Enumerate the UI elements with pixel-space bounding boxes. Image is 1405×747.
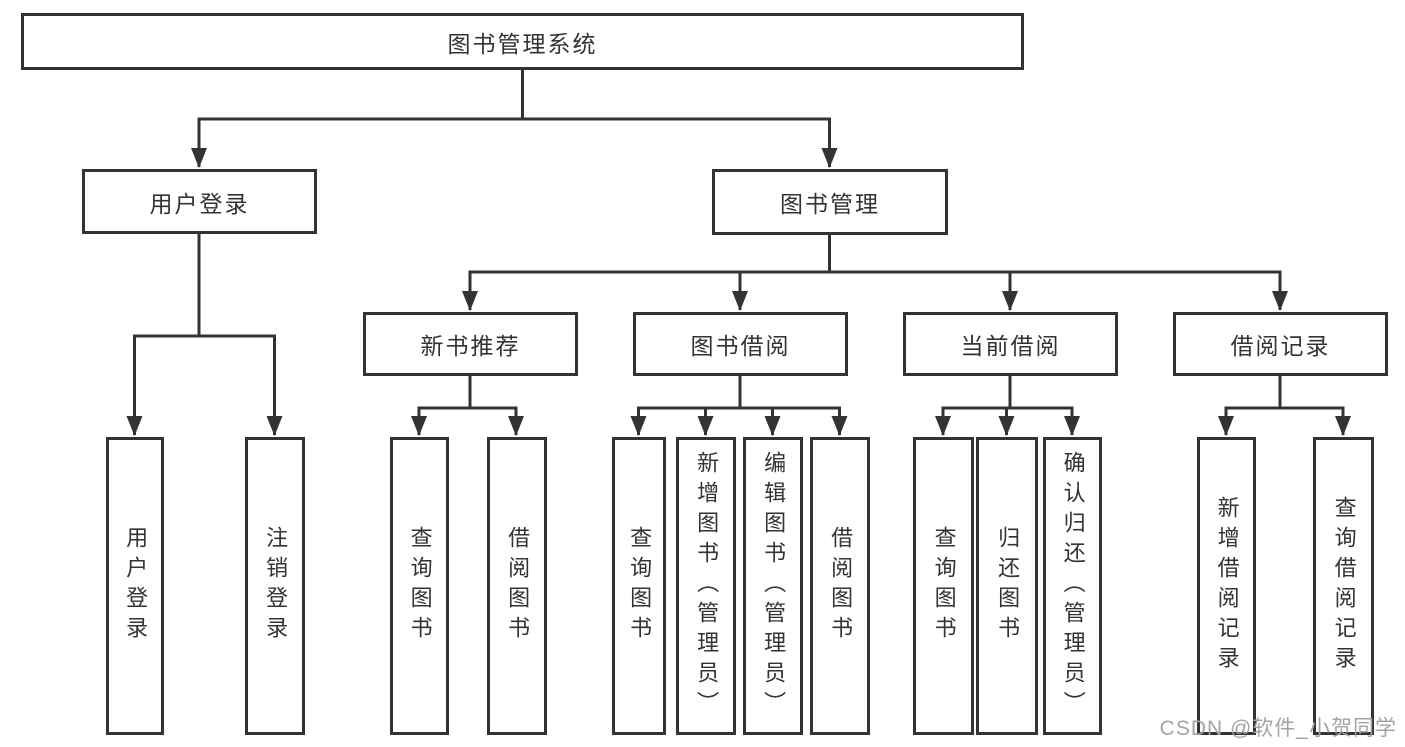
leaf-record-query-borrow-record: 查询借阅记录 xyxy=(1313,437,1374,735)
node-book-management: 图书管理 xyxy=(712,169,948,235)
leaf-borrow-edit-books-admin: 编辑图书（管理员） xyxy=(743,437,803,735)
leaf-borrow-query-books: 查询图书 xyxy=(612,437,666,735)
node-book-borrowing: 图书借阅 xyxy=(633,312,848,376)
leaf-user-login: 用户登录 xyxy=(106,437,164,735)
leaf-logout: 注销登录 xyxy=(245,437,305,735)
leaf-newbook-query-books: 查询图书 xyxy=(390,437,449,735)
node-root-library-system: 图书管理系统 xyxy=(21,13,1024,70)
leaf-newbook-borrow-books: 借阅图书 xyxy=(487,437,547,735)
leaf-current-query-books: 查询图书 xyxy=(913,437,974,735)
csdn-watermark: CSDN @软件_小贺同学 xyxy=(1159,717,1397,740)
leaf-current-confirm-return-admin: 确认归还（管理员） xyxy=(1043,437,1102,735)
node-new-book-recommend: 新书推荐 xyxy=(363,312,578,376)
leaf-current-return-books: 归还图书 xyxy=(976,437,1038,735)
leaf-borrow-add-books-admin: 新增图书（管理员） xyxy=(676,437,736,735)
node-borrow-records: 借阅记录 xyxy=(1173,312,1388,376)
leaf-record-add-borrow-record: 新增借阅记录 xyxy=(1197,437,1256,735)
node-current-borrowing: 当前借阅 xyxy=(903,312,1118,376)
node-user-login: 用户登录 xyxy=(82,169,317,234)
leaf-borrow-borrow-books: 借阅图书 xyxy=(810,437,870,735)
